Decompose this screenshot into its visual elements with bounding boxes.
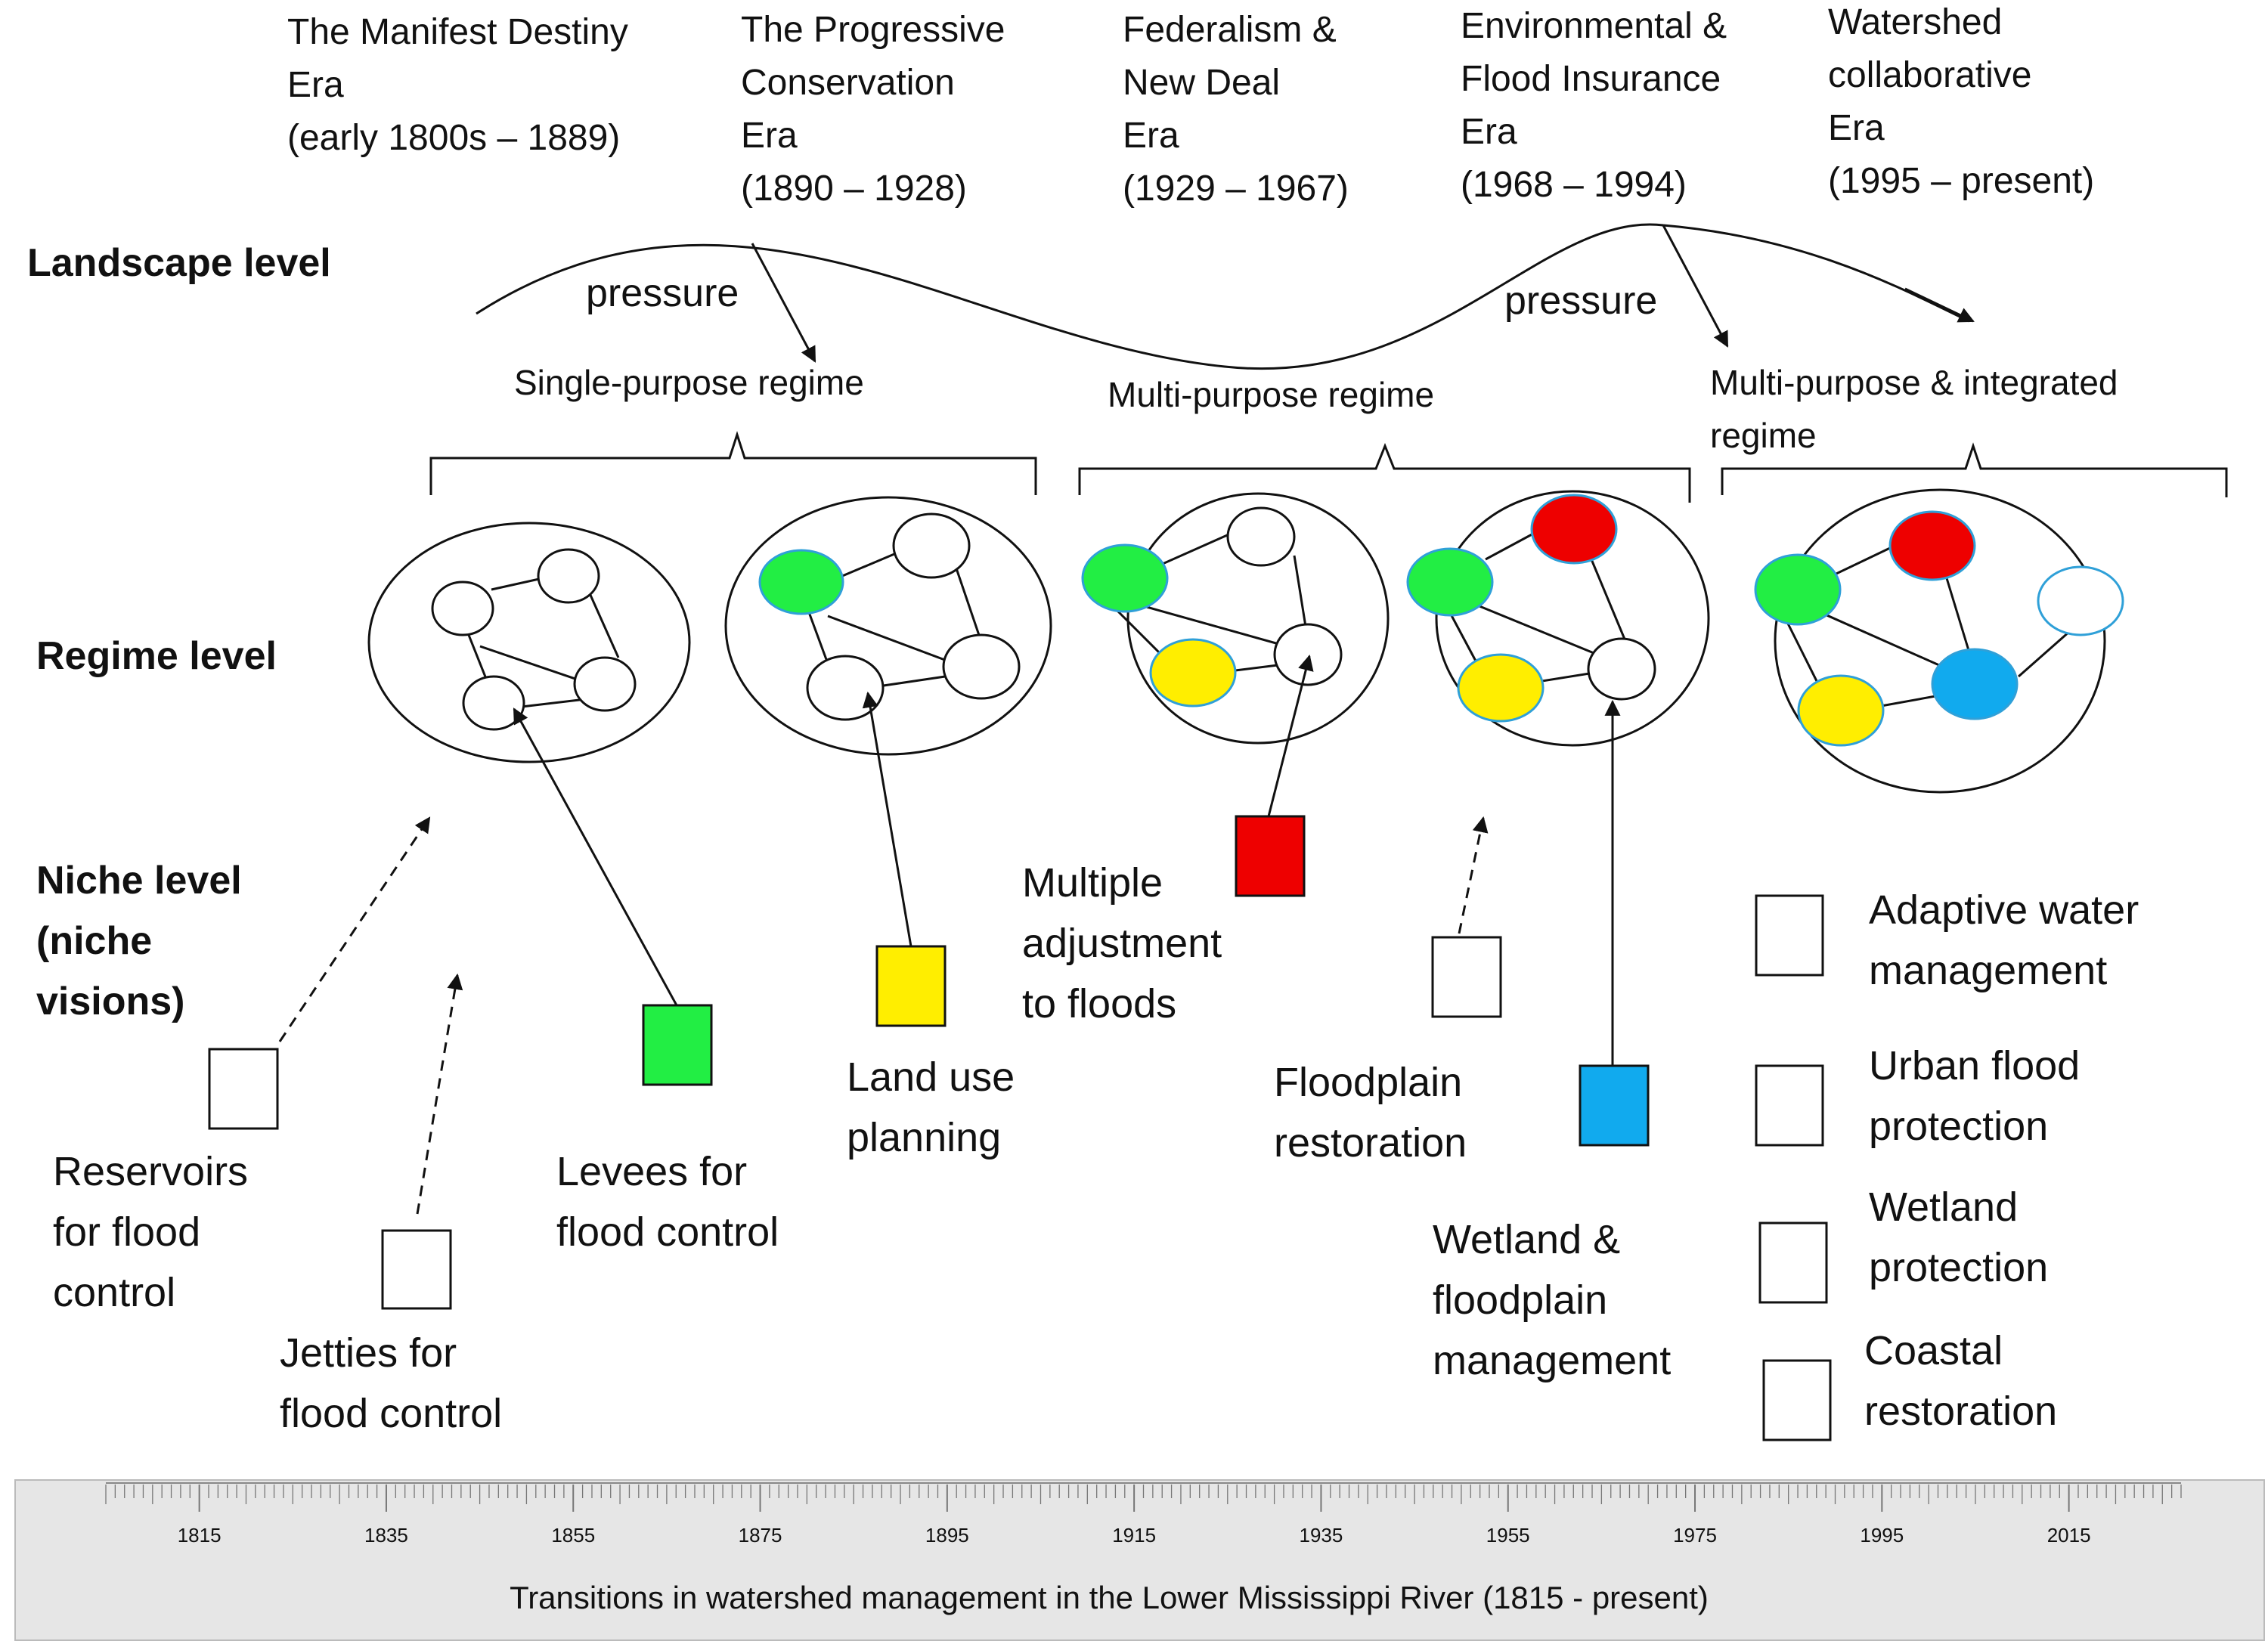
niche-arrow-levees bbox=[513, 707, 678, 1006]
regime-brace-integrated bbox=[1721, 442, 2228, 497]
niche-label-multiple-adjustment: Multiple adjustment to floods bbox=[1022, 860, 1233, 1026]
regime-network-3 bbox=[1081, 492, 1390, 745]
niche-arrow-jetties bbox=[416, 973, 463, 1215]
regime-network-4 bbox=[1406, 490, 1710, 747]
niche-box-adaptive-water bbox=[1755, 894, 1824, 977]
niche-label-adaptive-water: Adaptive water management bbox=[1869, 887, 2150, 993]
regime-brace-single-purpose bbox=[429, 431, 1037, 495]
timeline-tick-label: 1875 bbox=[739, 1524, 782, 1547]
era-headings: The Manifest Destiny Era (early 1800s – … bbox=[287, 2, 2094, 209]
regime-label-multi-purpose: Multi-purpose regime bbox=[1108, 375, 1434, 414]
regime-level-label: Regime level bbox=[36, 634, 277, 678]
niche-label-coastal: Coastal restoration bbox=[1864, 1328, 2057, 1434]
regime-label-single-purpose: Single-purpose regime bbox=[514, 363, 864, 402]
regime-label-integrated: Multi-purpose & integrated regime bbox=[1710, 363, 2127, 455]
niche-label-levees: Levees for flood control bbox=[556, 1149, 779, 1255]
niche-label-land-use: Land use planning bbox=[847, 1054, 1026, 1160]
landscape-level-label: Landscape level bbox=[27, 241, 331, 285]
niche-box-wetland-protection bbox=[1758, 1221, 1828, 1304]
timeline-ticks: 1815 1835 1855 1875 1895 1915 1935 1955 1975 1995… bbox=[105, 1485, 2182, 1547]
pressure-label-2: pressure bbox=[1504, 279, 1657, 323]
timeline-tick-label: 1975 bbox=[1673, 1524, 1717, 1547]
niche-label-jetties: Jetties for flood control bbox=[280, 1330, 502, 1436]
niche-box-levees bbox=[642, 1004, 713, 1086]
regime-brace-multi-purpose bbox=[1078, 442, 1691, 503]
timeline-tick-label: 1995 bbox=[1860, 1524, 1904, 1547]
niche-arrow-floodplain-restoration bbox=[1458, 816, 1489, 934]
niche-box-reservoirs bbox=[208, 1048, 279, 1130]
niche-box-urban-flood bbox=[1755, 1064, 1824, 1147]
timeline-title: Transitions in watershed management in t… bbox=[510, 1580, 1709, 1615]
timeline-tick-label: 1935 bbox=[1300, 1524, 1343, 1547]
niche-arrow-reservoirs bbox=[278, 816, 431, 1042]
timeline-tick-label: 1815 bbox=[178, 1524, 222, 1547]
landscape-pressure-wave bbox=[476, 223, 1970, 370]
niche-box-jetties bbox=[381, 1229, 452, 1310]
era-heading-new-deal: Federalism & New Deal Era (1929 – 1967) bbox=[1123, 10, 1349, 209]
niche-label-reservoirs: Reservoirs for flood control bbox=[53, 1149, 259, 1315]
timeline-strip: 1815 1835 1855 1875 1895 1915 1935 1955 1975 1995… bbox=[14, 1479, 2265, 1641]
niche-label-floodplain-restoration: Floodplain restoration bbox=[1274, 1060, 1473, 1166]
timeline-tick-label: 1895 bbox=[925, 1524, 969, 1547]
niche-arrow-multiple-adjustment bbox=[1267, 654, 1314, 817]
timeline-tick-label: 2015 bbox=[2047, 1524, 2091, 1547]
era-heading-watershed-collaborative: Watershed collaborative Era (1995 – pres… bbox=[1828, 2, 2094, 201]
era-heading-manifest-destiny: The Manifest Destiny Era (early 1800s – … bbox=[287, 12, 638, 158]
pressure-label-1: pressure bbox=[586, 271, 739, 315]
timeline-tick-label: 1955 bbox=[1486, 1524, 1530, 1547]
pressure-arrow-1 bbox=[751, 243, 816, 363]
regime-network-1 bbox=[367, 522, 691, 763]
pressure-arrow-3 bbox=[1904, 287, 1975, 323]
niche-label-wetland-floodplain: Wetland & floodplain management bbox=[1433, 1217, 1671, 1383]
niche-box-wetland-floodplain bbox=[1579, 1064, 1650, 1147]
niche-arrow-land-use bbox=[862, 691, 912, 947]
regime-network-5 bbox=[1754, 488, 2124, 794]
era-heading-environmental: Environmental & Flood Insurance Era (196… bbox=[1461, 6, 1737, 205]
timeline-tick-label: 1835 bbox=[364, 1524, 408, 1547]
timeline-tick-label: 1855 bbox=[551, 1524, 595, 1547]
niche-box-coastal bbox=[1762, 1359, 1832, 1441]
niche-level-label: Niche level (niche visions) bbox=[36, 859, 253, 1023]
pressure-arrow-2 bbox=[1662, 224, 1729, 348]
niche-box-multiple-adjustment bbox=[1235, 815, 1306, 897]
timeline-tick-label: 1915 bbox=[1112, 1524, 1156, 1547]
niche-label-wetland-protection: Wetland protection bbox=[1869, 1184, 2048, 1290]
era-heading-progressive-conservation: The Progressive Conservation Era (1890 –… bbox=[741, 10, 1015, 209]
regime-network-2 bbox=[724, 496, 1052, 756]
niche-boxes bbox=[208, 815, 1832, 1441]
niche-box-floodplain-restoration bbox=[1431, 936, 1502, 1018]
niche-box-land-use bbox=[875, 945, 947, 1027]
niche-label-urban-flood: Urban flood protection bbox=[1869, 1043, 2091, 1149]
